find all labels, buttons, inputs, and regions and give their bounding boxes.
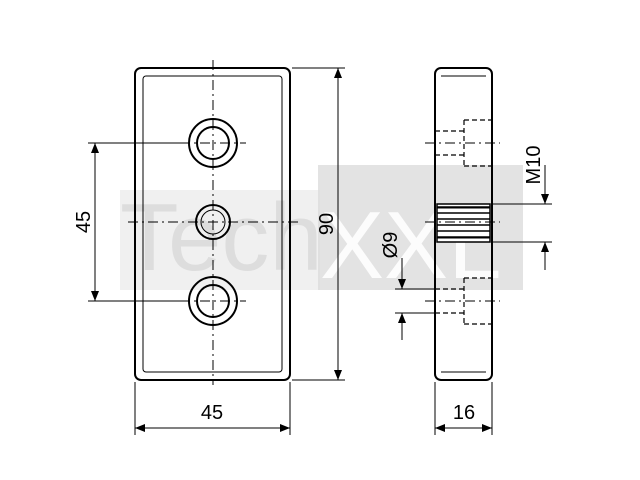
dim-hole-spacing: 45 bbox=[73, 142, 190, 302]
center-thread-hole bbox=[195, 204, 231, 240]
dim-thickness-label: 16 bbox=[453, 402, 475, 424]
dim-thickness: 16 bbox=[434, 382, 493, 435]
dim-thread-label: M10 bbox=[523, 146, 545, 185]
dim-hole-spacing-label: 45 bbox=[73, 211, 95, 233]
dim-width: 45 bbox=[134, 382, 291, 435]
dim-bore-label: Ø9 bbox=[380, 232, 402, 259]
dim-thread: M10 bbox=[492, 146, 552, 270]
dim-bore: Ø9 bbox=[380, 232, 436, 340]
side-view bbox=[425, 67, 500, 381]
thread-section bbox=[436, 203, 491, 243]
dim-width-label: 45 bbox=[201, 402, 223, 424]
dim-overall-height: 90 bbox=[292, 67, 345, 381]
dim-overall-height-label: 90 bbox=[316, 213, 338, 235]
front-view bbox=[128, 60, 298, 385]
